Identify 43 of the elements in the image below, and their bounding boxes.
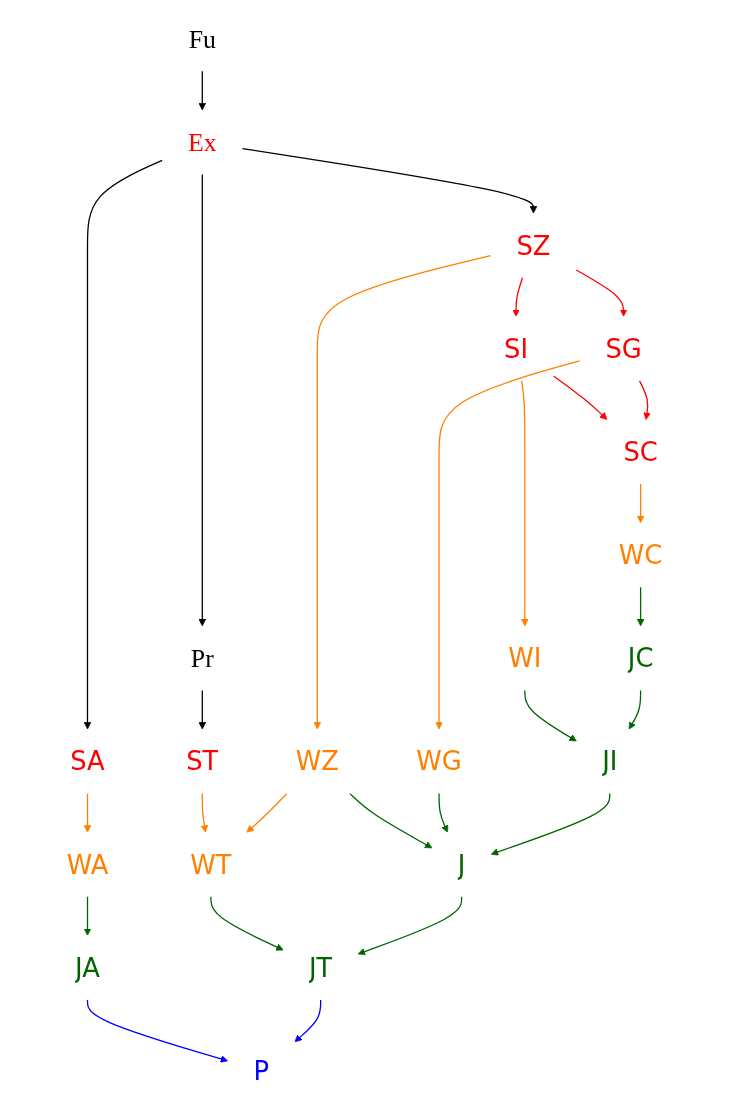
arrow (357, 896, 463, 956)
arrow (83, 159, 163, 730)
arrow (246, 792, 288, 833)
arrow (524, 689, 577, 742)
arrow (198, 70, 207, 111)
arrow (520, 380, 529, 627)
node-text: SI (504, 333, 528, 364)
arrow (628, 689, 642, 730)
arrow (636, 586, 645, 627)
arrow (198, 689, 207, 730)
arrow (575, 269, 628, 317)
node-text: P (253, 1055, 270, 1086)
arrow (638, 380, 651, 420)
arrow (294, 999, 322, 1043)
node-text: Pr (190, 643, 214, 673)
arrow (83, 792, 92, 833)
arrow (438, 792, 449, 833)
arrow (86, 999, 228, 1063)
arrow (349, 792, 433, 849)
arrow (313, 255, 492, 730)
node-text: WI (508, 643, 542, 674)
arrow (636, 483, 645, 524)
arrow (241, 147, 538, 214)
node-text: SA (70, 746, 105, 777)
node-text: WZ (295, 746, 339, 777)
node-text: SZ (516, 230, 551, 261)
arrow (435, 360, 581, 730)
node-text: SG (605, 333, 642, 364)
arrow (512, 277, 524, 317)
arrow (490, 792, 611, 856)
node-text: WA (66, 849, 109, 880)
node-text: WC (618, 539, 663, 571)
node-text: SC (623, 436, 658, 467)
node-text: Ex (187, 128, 217, 157)
node-text: WG (416, 746, 462, 777)
arrow (210, 896, 284, 951)
arrow (198, 173, 207, 627)
arrow (83, 896, 92, 936)
node-text: WT (190, 849, 232, 880)
node-text: Fu (188, 24, 216, 54)
arrow (553, 375, 608, 420)
node-text: ST (186, 746, 219, 777)
arrow (200, 792, 209, 833)
